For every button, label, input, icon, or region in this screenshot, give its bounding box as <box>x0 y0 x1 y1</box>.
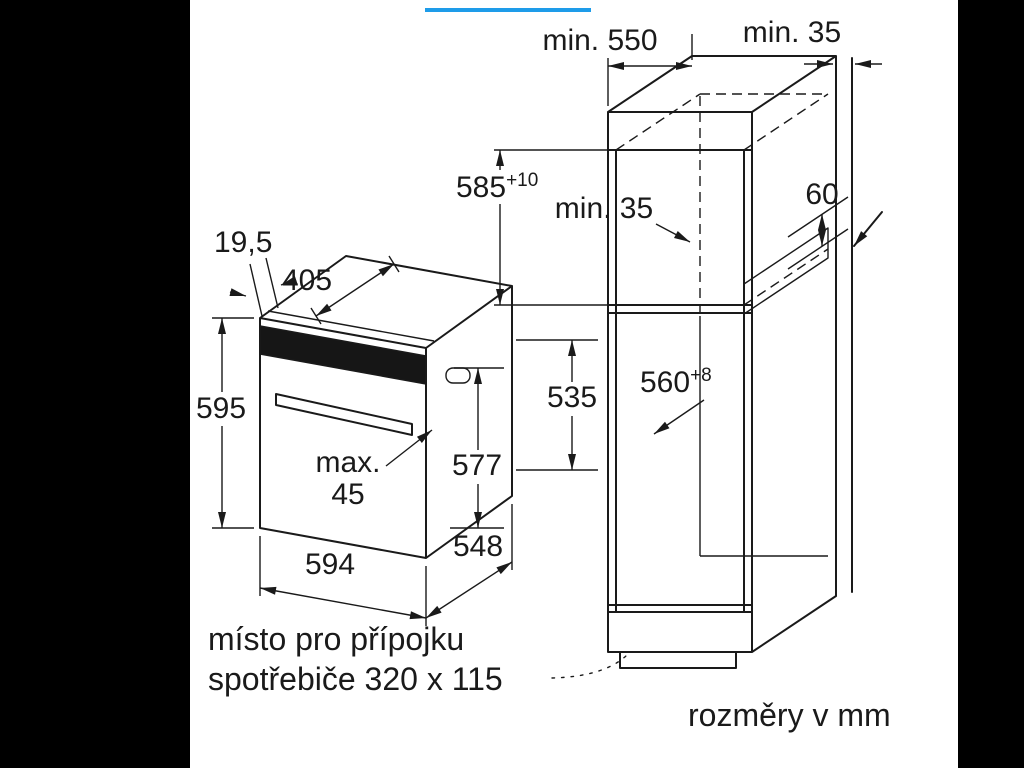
units-note: rozměry v mm <box>688 697 891 733</box>
dim-line <box>425 561 513 619</box>
oven-control-panel <box>259 325 427 385</box>
end-ticks <box>450 367 504 529</box>
dim-vent-height: 60 <box>787 178 849 270</box>
oven-drawing <box>259 255 513 559</box>
arrow <box>229 288 247 297</box>
ext-lines <box>516 339 598 471</box>
dim-label-548: 548 <box>453 530 503 563</box>
label-bg <box>542 382 604 416</box>
dim-value: 585 <box>456 171 506 204</box>
dim-value: 560 <box>640 366 690 399</box>
dim-label-min35-mid: min. 35 <box>555 192 653 225</box>
dim-rear-height: 535 <box>516 339 604 471</box>
dim-label-585: 585+10 <box>456 170 538 204</box>
dim-front-width: 594 <box>259 536 427 626</box>
dim-label-min550: min. 550 <box>542 24 657 57</box>
cabinet-outer-edges <box>607 55 837 653</box>
dim-body-depth: 548 <box>425 504 513 619</box>
arrow <box>280 276 298 286</box>
oven-dimensions: 19,5 405 595 535 <box>192 226 604 626</box>
cabinet-interior-back-edges <box>699 316 828 557</box>
dim-handle-max: max. 45 <box>315 429 433 511</box>
dim-label-595: 595 <box>196 392 246 425</box>
cabinet-drawing <box>607 55 853 669</box>
ext-lines <box>494 149 610 306</box>
ext-lines <box>249 257 279 317</box>
dim-rear-gap: min. 35 <box>555 192 691 243</box>
dim-label-60: 60 <box>805 178 838 211</box>
dim-label-594: 594 <box>305 548 355 581</box>
leader-arrow <box>385 429 433 467</box>
annotation-notes: místo pro přípojku spotřebiče 320 x 115 … <box>208 621 891 733</box>
leader-arrow <box>655 223 691 243</box>
cabinet-plinth <box>619 651 737 669</box>
left-black-bar <box>0 0 190 768</box>
connection-leader-dotted <box>551 653 629 679</box>
cabinet-dimensions: min. 550 min. 35 585+10 min. 35 <box>452 16 883 435</box>
connection-note-line2: spotřebiče 320 x 115 <box>208 661 503 697</box>
dim-niche-width: 560+8 <box>640 365 712 435</box>
dim-label-min35-top: min. 35 <box>743 16 841 49</box>
oven-side-grip-hole <box>445 367 471 384</box>
dim-inner-height: 577 <box>448 367 508 529</box>
dim-min-depth: min. 550 <box>542 24 693 106</box>
dim-top-rear-gap: min. 35 <box>743 16 882 68</box>
label-bg <box>448 450 508 484</box>
label-bg <box>452 170 574 204</box>
dim-label-45: 45 <box>331 478 364 511</box>
dim-label-19-5: 19,5 <box>214 226 272 259</box>
dim-tolerance: +8 <box>690 365 712 386</box>
dim-label-405: 405 <box>282 264 332 297</box>
dim-niche-height: 585+10 <box>452 149 610 306</box>
dim-front-height: 595 <box>192 317 254 529</box>
dim-label-535: 535 <box>547 381 597 414</box>
dim-line <box>315 263 395 317</box>
dim-panel-offset: 19,5 <box>214 226 298 317</box>
vent-hatch-strip <box>743 227 829 315</box>
oven-door-handle <box>275 393 413 436</box>
oven-body-edges <box>259 255 513 559</box>
oven-top-seam <box>267 310 435 342</box>
dim-line <box>259 586 427 620</box>
cabinet-inner-lines <box>607 149 753 613</box>
dim-tolerance: +10 <box>506 170 538 191</box>
dim-top-depth: 405 <box>282 255 400 325</box>
label-bg <box>192 392 252 426</box>
top-accent-bar <box>425 8 591 12</box>
connection-note-line1: místo pro přípojku <box>208 621 464 657</box>
leader-arrow <box>653 399 705 435</box>
right-black-bar <box>958 0 1024 768</box>
dim-label-560: 560+8 <box>640 365 712 399</box>
cabinet-hidden-edges <box>615 93 829 316</box>
rear-wall-arrow <box>853 211 883 247</box>
dim-label-max: max. <box>315 446 380 479</box>
dim-label-577: 577 <box>452 449 502 482</box>
